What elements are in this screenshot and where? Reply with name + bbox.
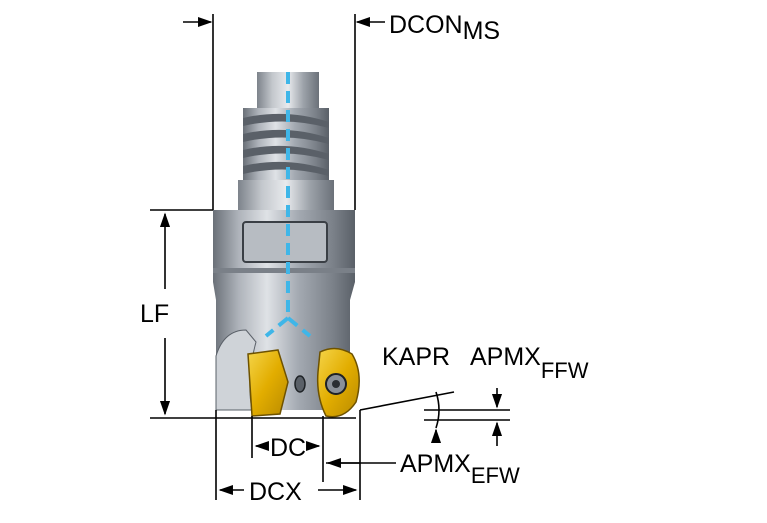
label-apmx-ffw: APMXFFW <box>470 343 589 383</box>
label-dcon-sub: MS <box>463 17 501 45</box>
tool-illustration <box>213 72 360 418</box>
insert-left <box>247 349 289 417</box>
dimension-labels: DCONMS LF KAPR APMXFFW DC APMXEFW DCX <box>140 11 589 506</box>
label-dcx: DCX <box>249 478 302 506</box>
label-apmx-efw-sub: EFW <box>471 463 520 488</box>
label-apmx-efw: APMXEFW <box>400 450 520 488</box>
dimension-lines <box>150 14 510 500</box>
label-kapr: KAPR <box>382 343 450 371</box>
label-dc: DC <box>270 434 306 462</box>
label-lf: LF <box>140 300 169 328</box>
label-apmx-ffw-sub: FFW <box>541 358 589 383</box>
key-flat <box>242 221 328 263</box>
coolant-outlet <box>294 375 306 393</box>
coolant-channel <box>264 72 312 338</box>
label-dcon: DCONMS <box>389 11 500 45</box>
